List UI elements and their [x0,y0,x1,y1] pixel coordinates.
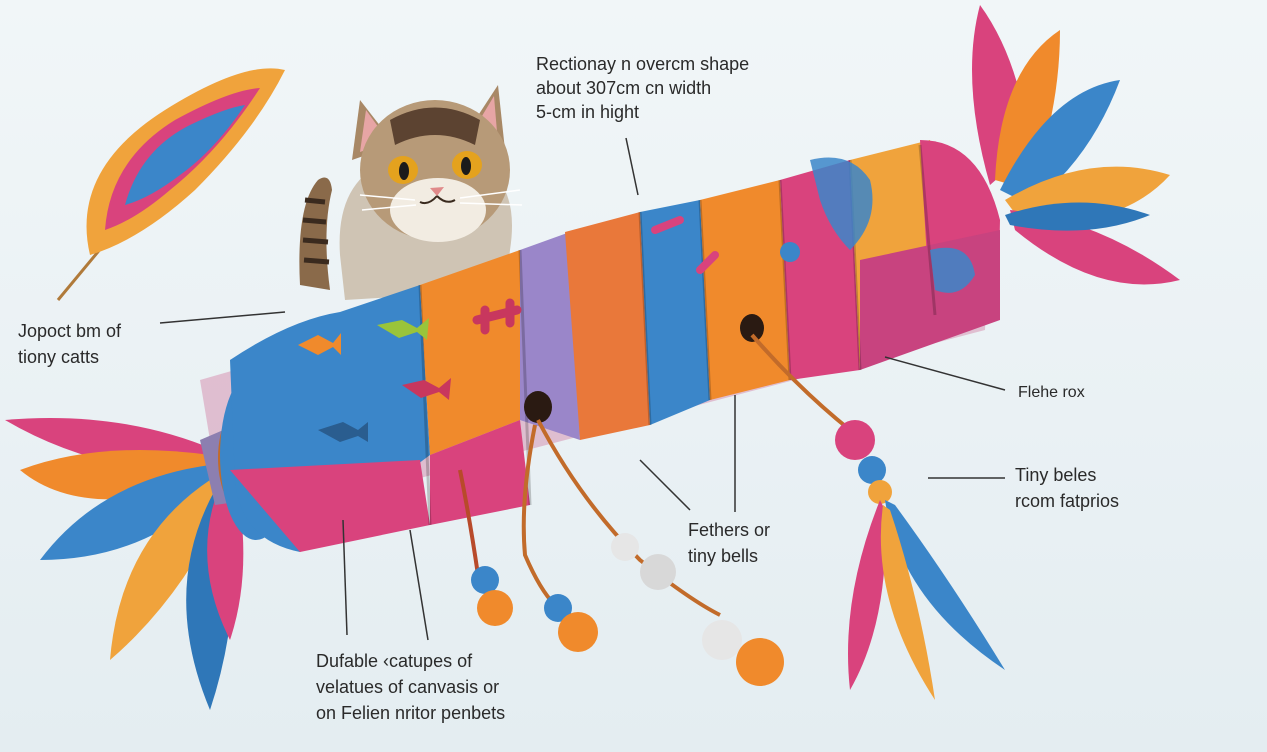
feathers-annotation: Fethers or tiny bells [688,517,770,569]
cat [299,85,523,300]
size-annotation: Rectionay​ n overcm shape about 30​7cm c… [536,52,749,124]
flexi-annotation: Flehe rox [1018,383,1085,403]
tiny-bells-line-1: Tiny beles [1015,465,1097,485]
annotation-arrows [159,137,1006,641]
size-line-3: 5-cm in hight [536,102,640,122]
size-line-1: Rectionay​ n overcm shape [536,54,750,74]
joy-line-2: tiony catts [18,347,100,367]
tiny-bells-annotation: Tiny beles rcom fatprios [1015,462,1119,514]
feathers-line-2: tiny bells [688,546,759,566]
dangling-bells [458,333,1005,700]
flexi-line: Flehe rox [1018,384,1085,401]
durable-line-3: on Felien nritor penbets [316,703,506,723]
tube-toy [200,140,1000,552]
durable-annotation: Dufable ‹catupes of velatues of canvasis… [316,648,505,726]
joy-line-1: Jopoct bm of [18,321,122,341]
feathers-line-1: Fethers or [688,520,771,540]
right-feather-plume [972,5,1180,285]
durable-line-1: Dufable ‹catupes of [316,651,473,671]
loose-feather [56,68,286,301]
left-feather-plume [5,418,244,710]
tiny-bells-line-2: rcom fatprios [1015,491,1120,511]
durable-line-2: velatues of canvasis or [316,677,500,697]
size-line-2: about 30​7cm cn width [536,78,712,98]
joy-annotation: Jopoct bm of tiony catts [18,318,121,370]
